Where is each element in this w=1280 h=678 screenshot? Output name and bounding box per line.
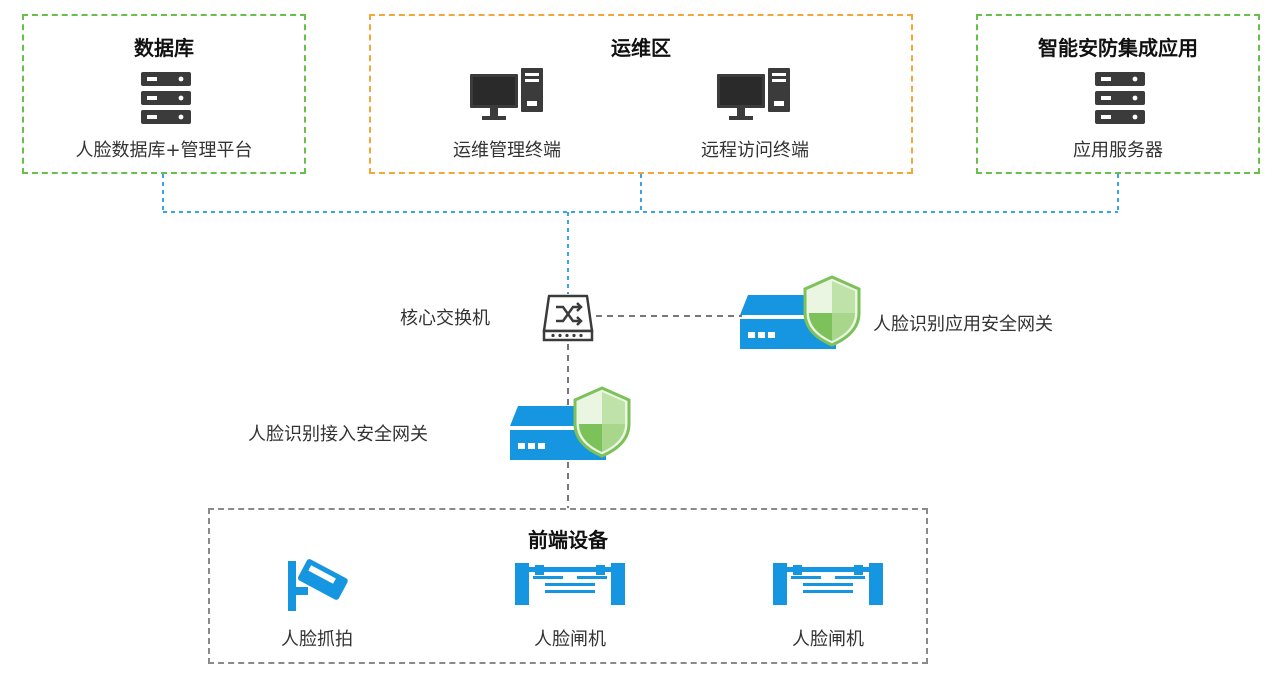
device-label-app-server: 应用服务器 — [1073, 140, 1163, 161]
zone-title-database: 数据库 — [134, 36, 194, 60]
camera-icon — [288, 559, 348, 611]
zone-database: 数据库 人脸数据库+管理平台 — [22, 14, 306, 174]
zone-security-app: 智能安防集成应用 应用服务器 — [976, 14, 1260, 174]
device-label-ops-terminal: 运维管理终端 — [453, 140, 561, 161]
device-label-face-db-platform: 人脸数据库+管理平台 — [75, 140, 253, 161]
workstation-icon — [717, 68, 790, 120]
device-label-face-capture: 人脸抓拍 — [281, 629, 353, 650]
core-switch-label: 核心交换机 — [400, 308, 490, 329]
zone-frontend: 前端设备 人脸抓拍 人脸闸机 人脸闸机 — [208, 508, 928, 664]
turnstile-icon — [773, 563, 883, 605]
gateway-shield-icon — [510, 386, 631, 460]
zone-ops: 运维区 运维管理终端 远程访问终端 — [369, 14, 913, 174]
device-label-remote-terminal: 远程访问终端 — [701, 140, 809, 161]
server-icon — [1095, 72, 1145, 124]
turnstile-icon — [515, 563, 625, 605]
zone-title-ops: 运维区 — [611, 36, 671, 60]
zone-title-frontend: 前端设备 — [528, 528, 608, 552]
zone-title-security-app: 智能安防集成应用 — [1038, 36, 1198, 60]
app-gateway-label: 人脸识别应用安全网关 — [873, 314, 1053, 335]
access-gateway-label: 人脸识别接入安全网关 — [248, 424, 428, 445]
workstation-icon — [470, 68, 543, 120]
switch-icon — [542, 294, 594, 342]
device-label-face-turnstile-1: 人脸闸机 — [534, 629, 606, 650]
gateway-shield-icon — [740, 275, 861, 349]
server-icon — [141, 72, 191, 124]
device-label-face-turnstile-2: 人脸闸机 — [792, 629, 864, 650]
